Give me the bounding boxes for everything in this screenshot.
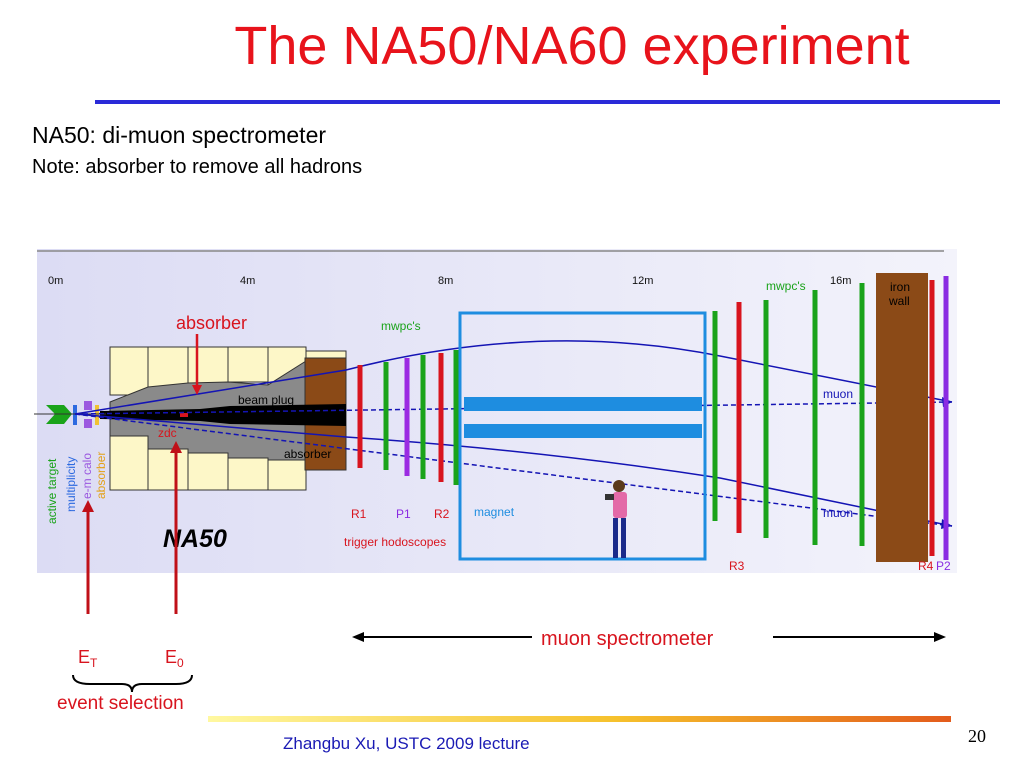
multiplicity-label: multiplicity [64,457,78,512]
et-main: E [78,647,90,667]
trigger-hodoscopes-label: trigger hodoscopes [344,535,446,549]
e0-arrowhead [170,441,182,453]
active-target-label: active target [45,458,59,524]
r3-label: R3 [729,559,745,573]
footer-author: Zhangbu Xu, USTC 2009 lecture [283,734,530,753]
scale-label-4m: 4m [240,275,255,287]
mwpcs-label-front: mwpc's [381,319,421,333]
p2-label: P2 [936,559,951,573]
muon-spectrometer-arrowhead-left [352,632,364,642]
et-label: ET [78,647,98,670]
beam-plug-label: beam plug [238,393,294,407]
note: Note: absorber to remove all hadrons [32,156,363,178]
iron-wall [876,273,928,562]
footer-gradient-bar [208,716,951,722]
r1-label: R1 [351,507,367,521]
absorber-blocks-bottom [109,435,307,491]
absorber-inner-label: absorber [284,447,331,461]
scale-label-8m: 8m [438,275,453,287]
detector-planes-rear [712,276,949,560]
iron-wall-label-2: wall [888,294,910,308]
e0-subscript: 0 [177,656,184,670]
beam-plug [100,404,346,426]
muon-spectrometer-arrowhead-right [934,632,946,642]
scale-label-12m: 12m [632,275,653,287]
na50-logo: NA50 [163,525,227,553]
title-underline [95,100,1000,104]
detector-planes-front [357,350,459,485]
magnet-label: magnet [474,505,515,519]
magnet-pole-lower [464,424,702,438]
magnet-pole-upper [464,397,702,411]
absorber-vertical-label: absorber [94,452,108,499]
p1-label: P1 [396,507,411,521]
scale-label-0m: 0m [48,275,63,287]
muon-label-upper: muon [823,387,853,401]
mwpcs-label-rear: mwpc's [766,279,806,293]
zdc-marker [180,413,188,417]
page-title: The NA50/NA60 experiment [234,16,910,76]
r2-label: R2 [434,507,450,521]
subtitle: NA50: di-muon spectrometer [32,122,327,148]
absorber-callout: absorber [176,313,247,333]
event-selection-brace [72,674,193,693]
absorber-callout-arrowhead [192,385,202,395]
magnet-outline [458,311,707,561]
event-selection-label: event selection [57,693,184,714]
r4-label: R4 [918,559,934,573]
em-calo-label: e-m calo [80,453,94,499]
absorber-blocks-top [109,346,347,396]
muon-spectrometer-label: muon spectrometer [541,628,714,650]
e0-label: E0 [165,647,184,670]
scale-label-16m: 16m [830,275,851,287]
page-number: 20 [968,726,986,746]
et-subscript: T [90,656,98,670]
zdc-label: zdc [158,426,177,440]
iron-wall-label-1: iron [890,280,910,294]
muon-label-lower: muon [823,506,853,520]
et-arrowhead [82,500,94,512]
person-figure [605,480,627,558]
e0-main: E [165,647,177,667]
